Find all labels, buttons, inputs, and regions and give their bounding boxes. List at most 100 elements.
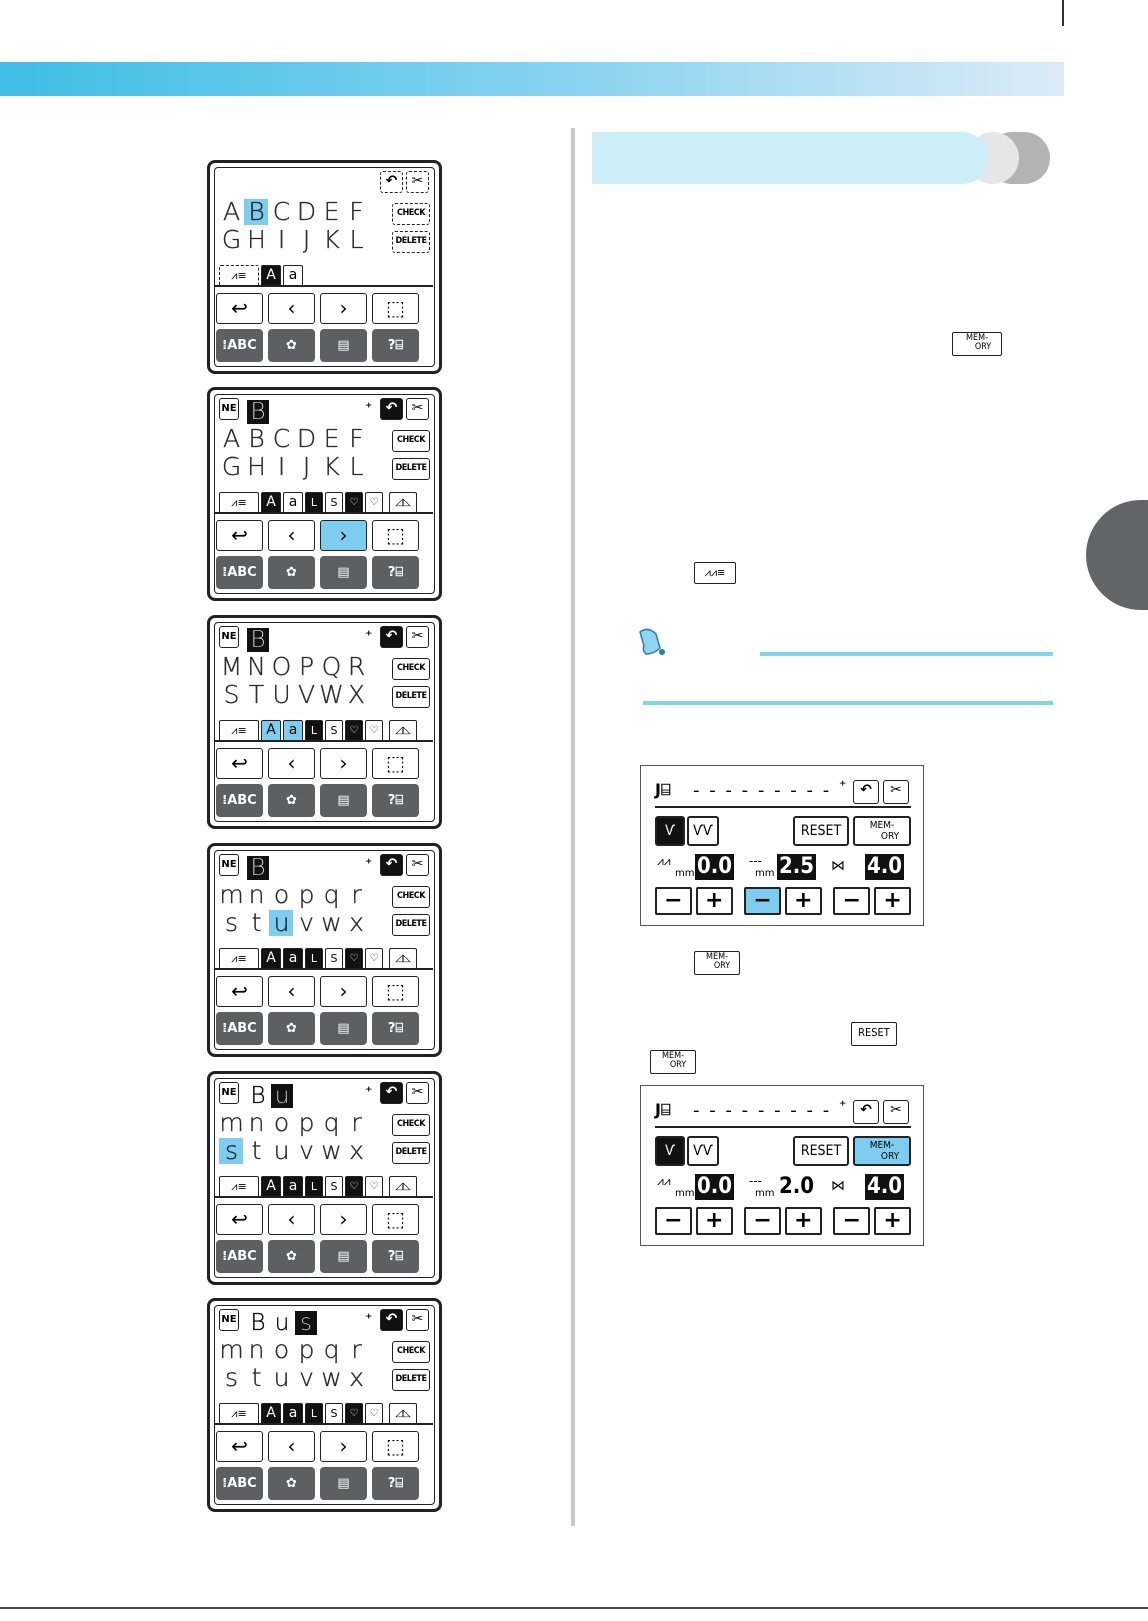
embroidery-icon[interactable]: ✿ (268, 784, 315, 817)
memory-button[interactable]: MEM-ORY (853, 816, 911, 846)
font-select-button[interactable]: ⩘≡ (219, 1403, 259, 1425)
settings-icon[interactable]: ▤ (320, 784, 367, 817)
char-key[interactable]: m (219, 1108, 244, 1137)
size-small-button[interactable]: S (325, 492, 343, 514)
stitch-mode-icon[interactable]: ⁞ABC (216, 784, 263, 817)
check-button[interactable]: CHECK (392, 1114, 430, 1136)
size-large-button[interactable]: L (305, 720, 323, 742)
reverse-stitch-icon[interactable]: ↶ (380, 171, 403, 193)
help-icon[interactable]: ?⌸ (372, 556, 419, 589)
right-arrow-icon[interactable]: › (320, 976, 367, 1007)
stitch-mode-icon[interactable]: ⁞ABC (216, 1012, 263, 1045)
char-key[interactable]: F (349, 197, 364, 226)
delete-button[interactable]: DELETE (392, 686, 430, 708)
reverse-stitch-icon[interactable]: ↶ (380, 1309, 403, 1331)
left-arrow-icon[interactable]: ‹ (268, 520, 315, 551)
delete-button[interactable]: DELETE (392, 458, 430, 480)
char-key[interactable]: H (247, 225, 266, 254)
mirror-icon[interactable]: ◿◺ (389, 492, 417, 514)
char-key[interactable]: t (251, 1363, 261, 1392)
char-key[interactable]: T (248, 680, 265, 709)
char-key[interactable]: Q (321, 652, 342, 681)
reverse-stitch-icon[interactable]: ↶ (853, 780, 879, 804)
lowercase-button[interactable]: a (283, 492, 303, 514)
char-key[interactable]: m (219, 880, 244, 909)
size-small-button[interactable]: S (325, 1403, 343, 1425)
char-key[interactable]: v (299, 1363, 314, 1392)
heart-outline-icon[interactable]: ♡ (365, 1176, 383, 1198)
char-key[interactable]: r (351, 1108, 362, 1137)
lowercase-button[interactable]: a (283, 1403, 303, 1425)
size-large-button[interactable]: L (305, 492, 323, 514)
stitch-mode-icon[interactable]: ⁞ABC (216, 1240, 263, 1273)
lowercase-button[interactable]: a (283, 948, 303, 970)
uppercase-button[interactable]: A (261, 948, 281, 970)
left-arrow-icon[interactable]: ‹ (268, 976, 315, 1007)
help-icon[interactable]: ?⌸ (372, 1467, 419, 1500)
char-key[interactable]: o (273, 1108, 290, 1137)
delete-button[interactable]: DELETE (392, 914, 430, 936)
check-button[interactable]: CHECK (392, 886, 430, 908)
thread-cutter-icon[interactable]: ✂ (406, 1082, 429, 1104)
heart-outline-icon[interactable]: ♡ (365, 1403, 383, 1425)
heart-outline-icon[interactable]: ♡ (365, 948, 383, 970)
memory-button[interactable]: MEM-ORY (853, 1136, 911, 1166)
width-minus-button[interactable]: − (655, 887, 692, 915)
tension-minus-button[interactable]: − (833, 887, 871, 915)
mirror-icon[interactable]: ◿◺ (389, 1403, 417, 1425)
char-key[interactable]: K (323, 225, 340, 254)
char-key[interactable]: p (298, 1335, 314, 1364)
char-key[interactable]: D (296, 197, 317, 226)
char-key[interactable]: w (321, 1363, 342, 1392)
char-key[interactable]: J (302, 225, 311, 254)
char-key[interactable]: L (349, 452, 363, 481)
memory-save-icon[interactable]: ⬚ (372, 976, 419, 1007)
settings-icon[interactable]: ▤ (320, 1467, 367, 1500)
tension-plus-button[interactable]: + (874, 887, 911, 915)
help-icon[interactable]: ?⌸ (372, 784, 419, 817)
reverse-stitch-icon[interactable]: ↶ (380, 854, 403, 876)
back-icon[interactable]: ↩ (216, 976, 263, 1007)
delete-button[interactable]: DELETE (392, 1369, 430, 1391)
char-key[interactable]: O (271, 652, 292, 681)
embroidery-icon[interactable]: ✿ (268, 1240, 315, 1273)
font-select-button[interactable]: ⩘≡ (219, 948, 259, 970)
thread-cutter-icon[interactable]: ✂ (406, 854, 429, 876)
char-key[interactable]: p (298, 880, 314, 909)
char-key[interactable]: p (298, 1108, 314, 1137)
delete-button[interactable]: DELETE (392, 231, 430, 253)
reverse-stitch-icon[interactable]: ↶ (380, 398, 403, 420)
left-arrow-icon[interactable]: ‹ (268, 1204, 315, 1235)
reverse-stitch-icon[interactable]: ↶ (853, 1100, 879, 1124)
memory-save-icon[interactable]: ⬚ (372, 1204, 419, 1235)
thread-cutter-icon[interactable]: ✂ (406, 1309, 429, 1331)
heart-icon[interactable]: ♡ (345, 1403, 363, 1425)
check-button[interactable]: CHECK (392, 658, 430, 680)
memory-save-icon[interactable]: ⬚ (372, 520, 419, 551)
char-key[interactable]: X (347, 680, 365, 709)
mirror-icon[interactable]: ◿◺ (389, 1176, 417, 1198)
char-key[interactable]: n (248, 1108, 264, 1137)
stitch-mode-icon[interactable]: ⁞ABC (216, 329, 263, 362)
settings-icon[interactable]: ▤ (320, 556, 367, 589)
length-plus-button[interactable]: + (784, 887, 822, 915)
check-button[interactable]: CHECK (392, 203, 430, 225)
char-key[interactable]: s (224, 908, 238, 937)
size-large-button[interactable]: L (305, 1176, 323, 1198)
uppercase-button[interactable]: A (261, 720, 281, 742)
font-select-button[interactable]: ⩘≡ (219, 492, 259, 514)
char-key[interactable]: U (272, 680, 291, 709)
char-key[interactable]: r (351, 1335, 362, 1364)
char-key[interactable]: v (299, 1136, 314, 1165)
char-key[interactable]: u (273, 1363, 289, 1392)
tension-plus-button[interactable]: + (874, 1207, 911, 1235)
char-key[interactable]: E (323, 424, 339, 453)
size-small-button[interactable]: S (325, 720, 343, 742)
uppercase-button[interactable]: A (261, 265, 281, 287)
char-key[interactable]: I (277, 452, 286, 481)
char-key[interactable]: L (349, 225, 363, 254)
length-minus-button[interactable]: − (744, 887, 781, 915)
char-key[interactable]: C (272, 424, 291, 453)
embroidery-icon[interactable]: ✿ (268, 1012, 315, 1045)
length-minus-button[interactable]: − (744, 1207, 781, 1235)
